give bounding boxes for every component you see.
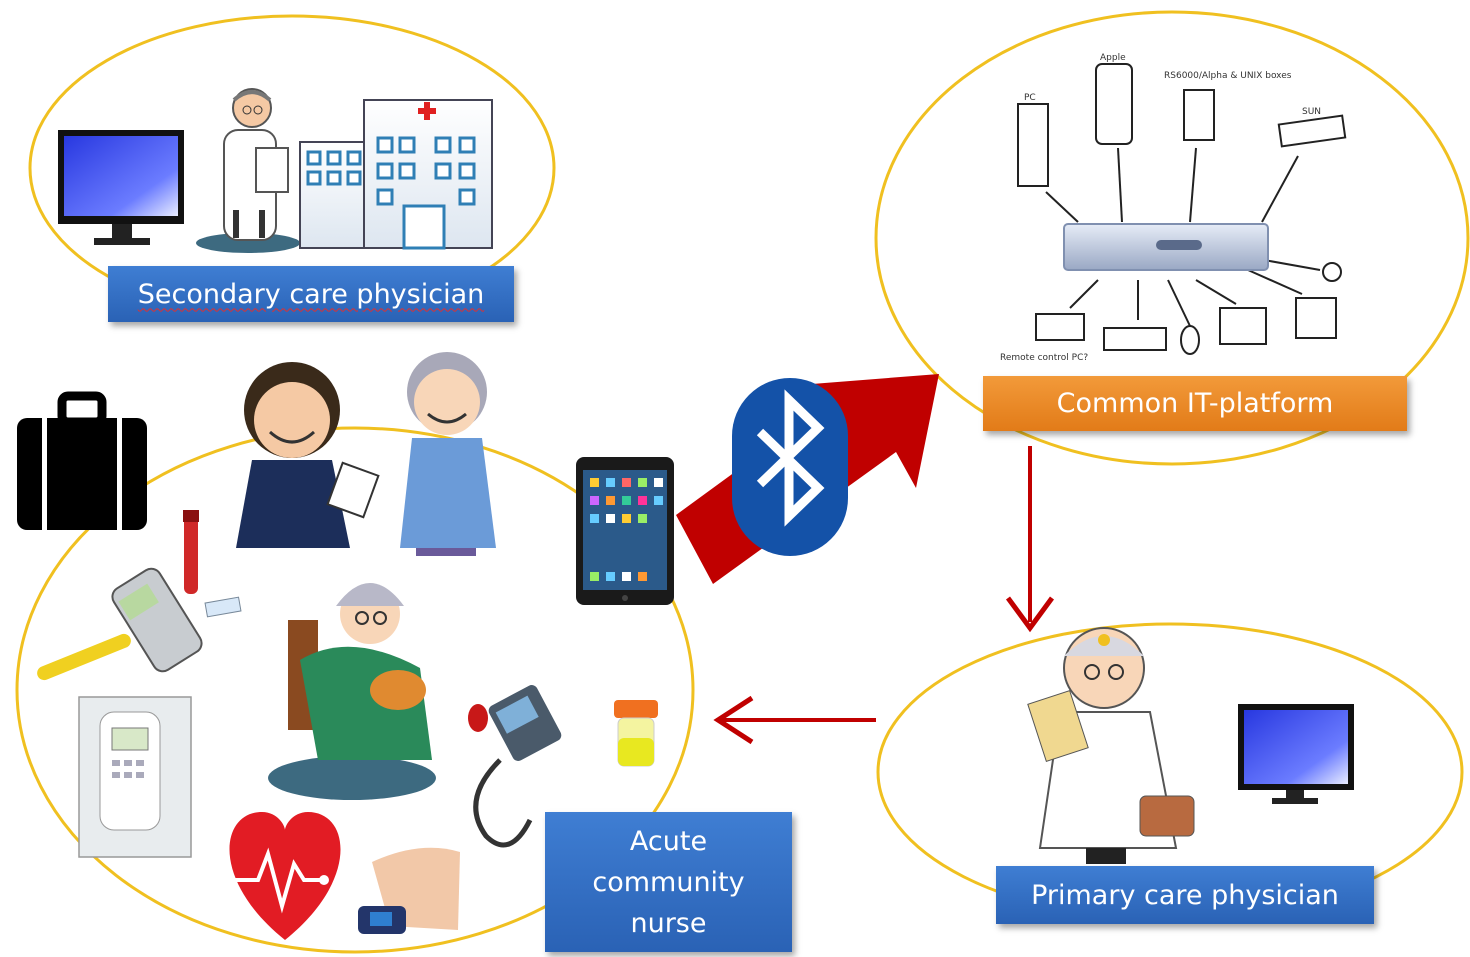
glucometer-icon xyxy=(111,567,203,673)
network-sketch xyxy=(1017,63,1347,355)
blood-pressure-monitor-icon xyxy=(468,685,562,848)
remote-caption: Remote control PC? xyxy=(1000,353,1088,363)
apple-caption: Apple xyxy=(1100,53,1126,63)
hospital-icon xyxy=(299,99,493,250)
community-nurse-label: Acute community nurse xyxy=(545,812,792,952)
pc-caption: PC xyxy=(1024,93,1036,103)
server-icon xyxy=(1063,223,1269,271)
community-care-ellipse xyxy=(15,426,695,954)
gp-doctor-icon xyxy=(1027,627,1195,864)
nurse-icon xyxy=(236,362,380,548)
nurse-icon xyxy=(400,352,496,556)
thermometer-icon xyxy=(37,633,131,681)
it-platform-ellipse xyxy=(874,10,1470,466)
tablet-icon xyxy=(576,457,674,605)
doctor-icon xyxy=(196,88,300,253)
secondary-care-label: Secondary care physician xyxy=(108,266,514,322)
primary-care-label: Primary care physician xyxy=(996,866,1374,924)
secondary-care-text: Secondary care physician xyxy=(137,278,485,310)
heart-ecg-icon xyxy=(229,812,341,940)
left-arrow xyxy=(713,695,876,745)
briefcase-icon xyxy=(17,391,147,530)
monitor-icon xyxy=(1238,704,1354,804)
rs-caption: RS6000/Alpha & UNIX boxes xyxy=(1164,71,1292,81)
blood-tube-icon xyxy=(183,510,199,594)
analyzer-icon xyxy=(78,696,192,858)
it-platform-label: Common IT-platform xyxy=(983,376,1407,431)
pulse-oximeter-icon xyxy=(358,847,460,934)
sun-caption: SUN xyxy=(1302,107,1321,117)
monitor-icon xyxy=(58,130,184,245)
down-arrow xyxy=(1005,446,1055,633)
bluetooth-icon xyxy=(732,378,848,556)
patient-icon xyxy=(268,583,436,800)
test-strips-icon xyxy=(204,596,242,618)
urine-sample-icon xyxy=(614,700,658,767)
